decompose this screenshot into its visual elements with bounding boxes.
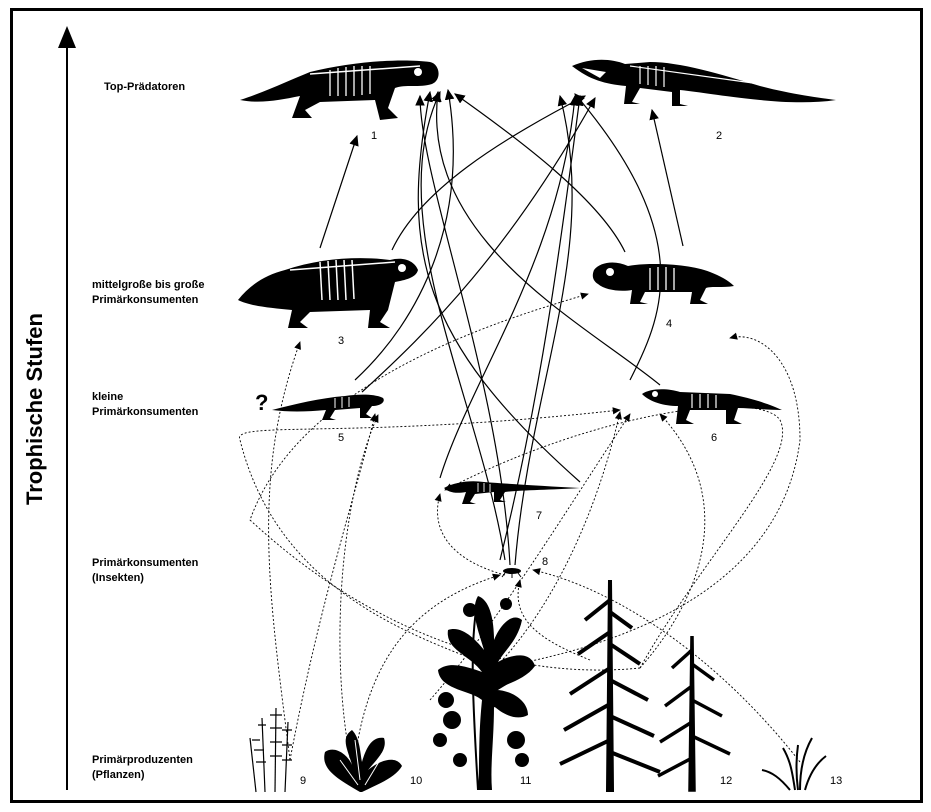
conifer-tree [560, 580, 730, 790]
number-4: 4 [666, 318, 672, 330]
number-5: 5 [338, 432, 344, 444]
number-9: 9 [300, 775, 306, 787]
number-10: 10 [410, 775, 422, 787]
pareiasaur-skeleton [238, 258, 418, 328]
number-11: 11 [520, 775, 531, 787]
level-small-herbivores: kleinePrimärkonsumenten [92, 390, 198, 420]
horsetail-plant [250, 708, 292, 792]
number-1: 1 [371, 130, 377, 142]
axis-arrow [58, 26, 76, 790]
archosaur-skeleton [572, 60, 836, 106]
number-2: 2 [716, 130, 722, 142]
small-reptile-skeleton [272, 395, 384, 420]
number-13: 13 [830, 775, 842, 787]
gorgonopsid-skeleton [240, 60, 439, 120]
number-12: 12 [720, 775, 732, 787]
grass-plant [762, 738, 826, 790]
fern-plant [324, 730, 402, 792]
insect [502, 568, 521, 578]
number-3: 3 [338, 335, 344, 347]
level-top-predators: Top-Prädatoren [104, 80, 185, 95]
number-8: 8 [542, 556, 548, 568]
lizard-skeleton [444, 481, 580, 504]
level-large-herbivores: mittelgroße bis großePrimärkonsumenten [92, 278, 204, 308]
level-producers: Primärproduzenten(Pflanzen) [92, 753, 193, 783]
dicynodont-skeleton [593, 263, 734, 304]
question-mark: ? [255, 390, 268, 416]
dotted-arrows [239, 294, 800, 762]
seed-fern-tree [433, 596, 535, 790]
number-6: 6 [711, 432, 717, 444]
cynodont-skeleton [642, 389, 782, 424]
level-insects: Primärkonsumenten(Insekten) [92, 556, 198, 586]
number-7: 7 [536, 510, 542, 522]
